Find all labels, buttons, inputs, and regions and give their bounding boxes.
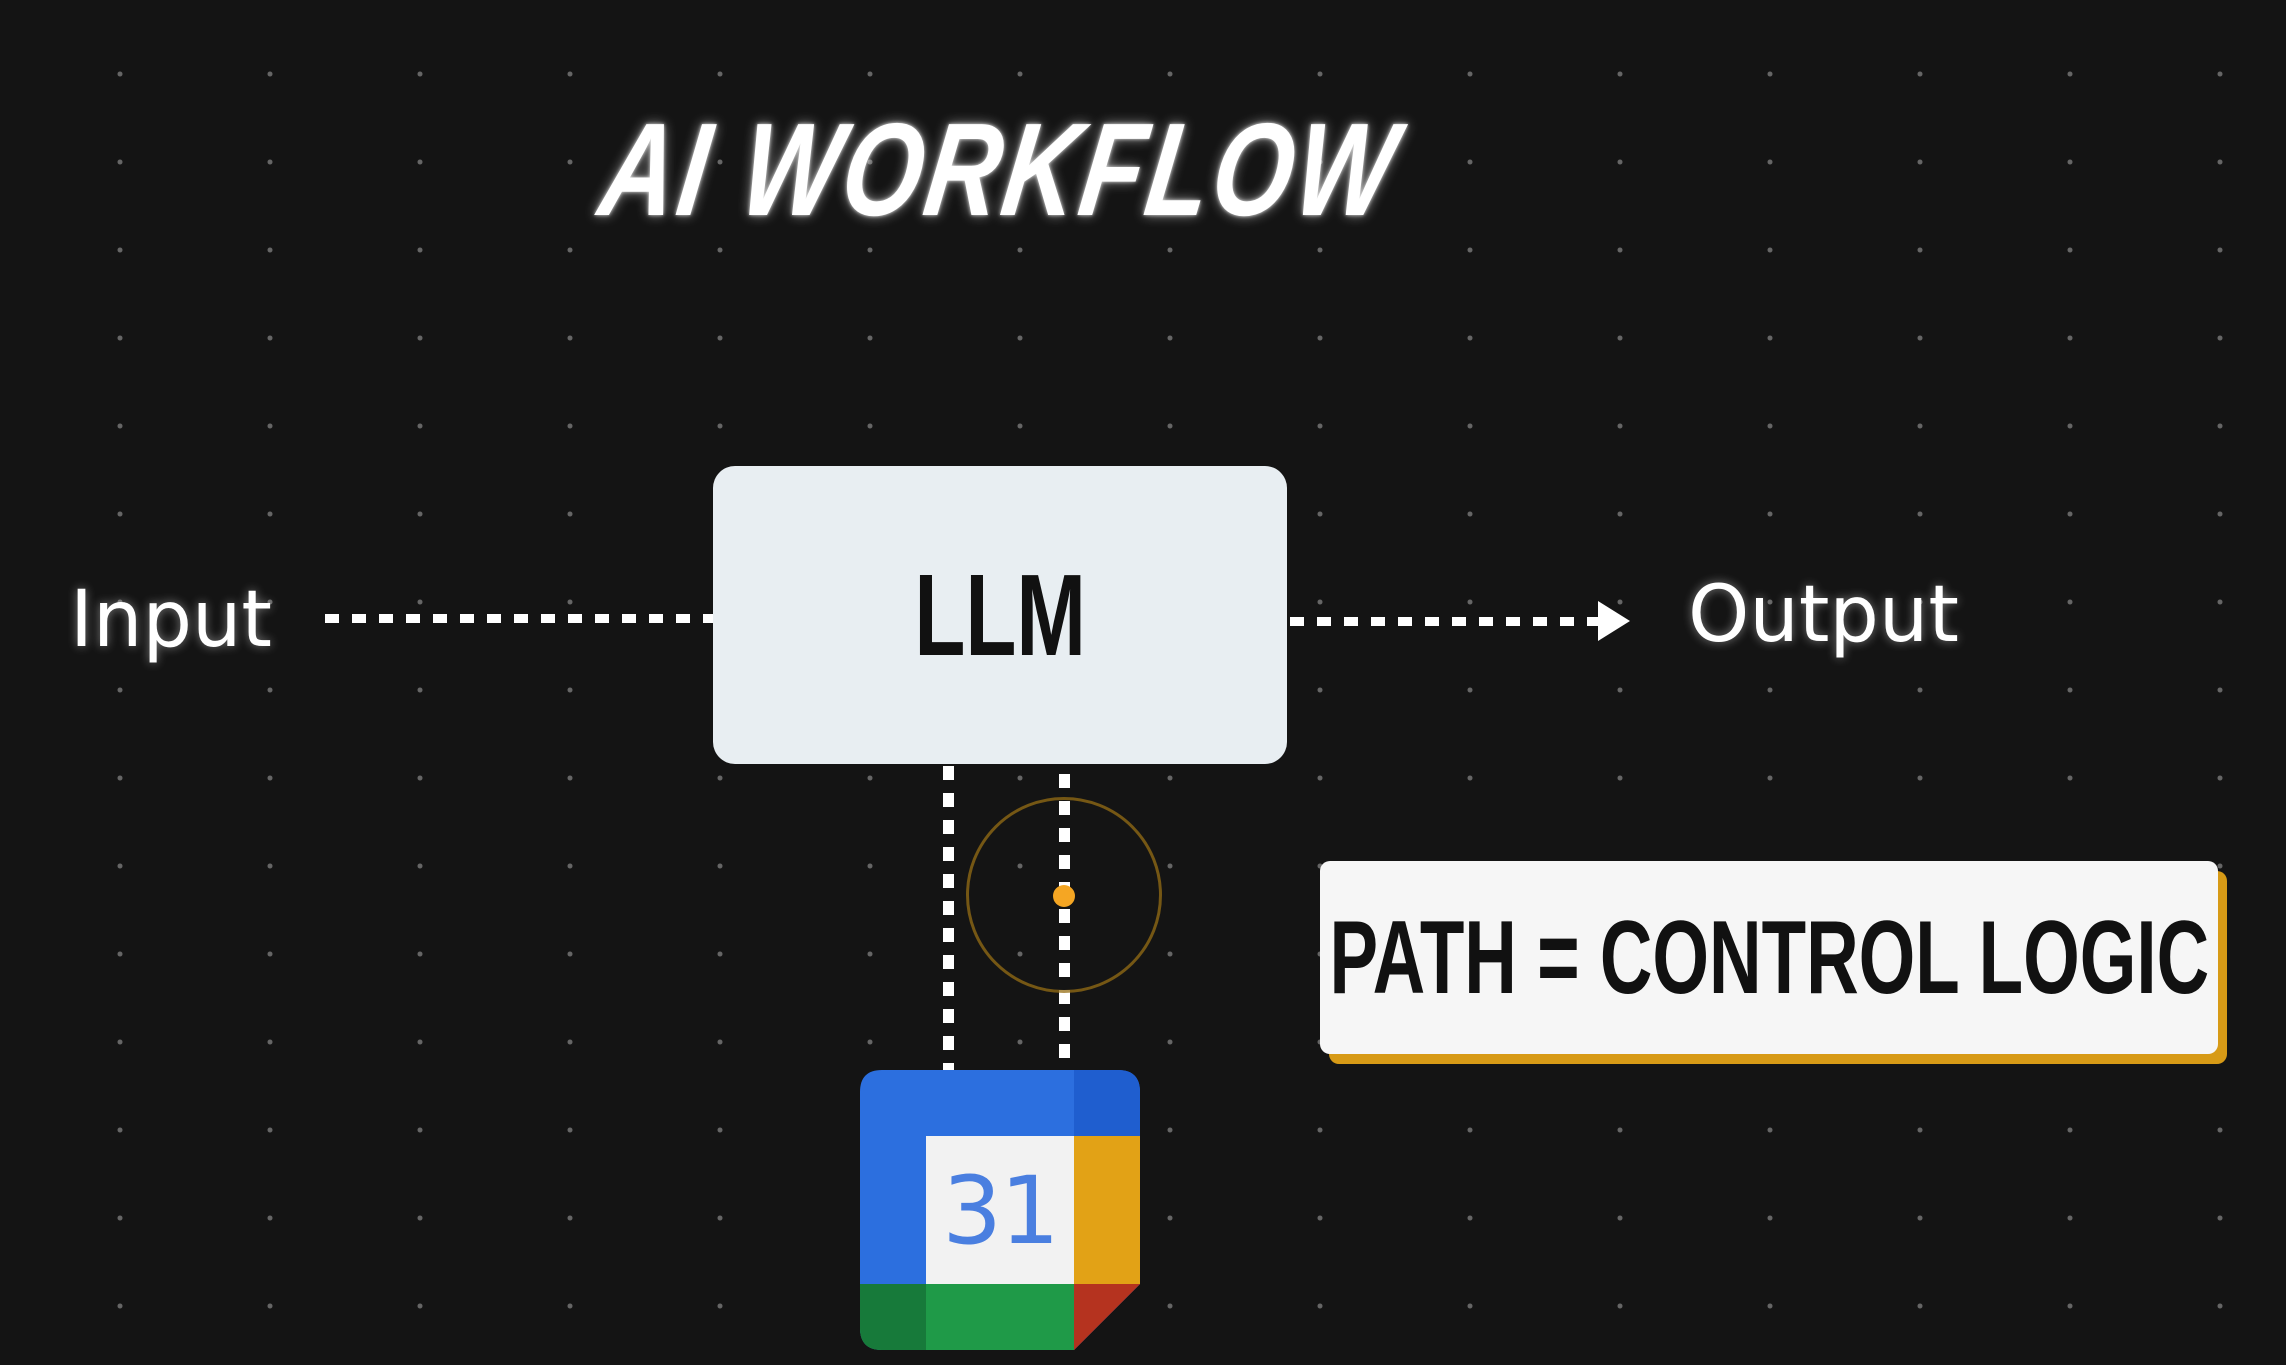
tool-call-connector xyxy=(943,766,954,1070)
google-calendar-icon: 31 xyxy=(860,1070,1140,1350)
arrow-head-icon xyxy=(1598,601,1630,641)
callout-text: PATH = CONTROL LOGIC xyxy=(1329,899,2209,1016)
input-label: Input xyxy=(70,575,272,665)
calendar-day-number: 31 xyxy=(942,1157,1060,1266)
calendar-icon-graphic xyxy=(860,1070,1140,1350)
llm-node: LLM xyxy=(713,466,1287,764)
diagram-title: AI WORKFLOW xyxy=(592,96,1408,243)
callout-card: PATH = CONTROL LOGIC xyxy=(1320,861,2218,1054)
cursor-dot xyxy=(1053,885,1075,907)
input-connector xyxy=(325,614,713,623)
llm-label: LLM xyxy=(914,550,1086,680)
output-connector xyxy=(1290,617,1598,626)
output-label: Output xyxy=(1688,570,1959,660)
cursor-highlight-ring xyxy=(966,797,1162,993)
